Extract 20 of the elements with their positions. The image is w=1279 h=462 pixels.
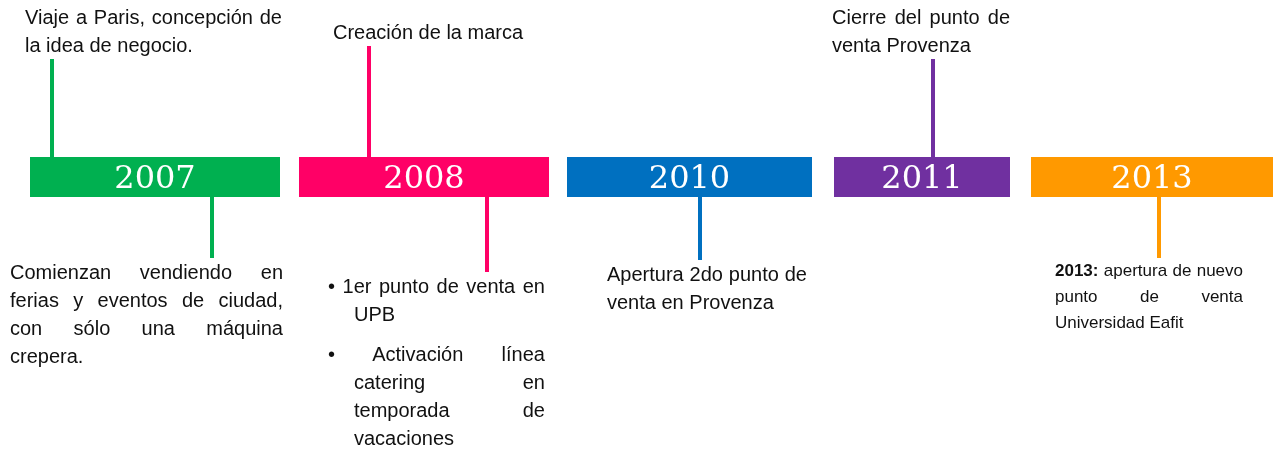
milestone-text: Viaje a Paris, concepción de la idea de negocio. xyxy=(25,3,282,59)
connector-line xyxy=(485,197,489,272)
connector-line xyxy=(1157,197,1161,258)
year-bar: 2013 xyxy=(1031,157,1273,197)
milestone-text: Cierre del punto de venta Provenza xyxy=(832,3,1010,59)
connector-line xyxy=(210,197,214,258)
connector-line xyxy=(698,197,702,260)
milestone-text: 2013: apertura de nuevo punto de venta Universidad Eafit xyxy=(1055,258,1243,336)
connector-line xyxy=(931,59,935,157)
bullet-item: • 1er punto de venta en UPB xyxy=(328,274,545,327)
bullet-item: • Activación línea catering en temporada de vacaciones xyxy=(328,342,545,451)
connector-line xyxy=(50,59,54,157)
milestone-text: Creación de la marca xyxy=(333,18,548,46)
year-bar: 2011 xyxy=(834,157,1010,197)
year-bar: 2008 xyxy=(299,157,549,197)
year-bar: 2007 xyxy=(30,157,280,197)
connector-line xyxy=(367,46,371,157)
year-bar: 2010 xyxy=(567,157,812,197)
milestone-text: Comienzan vendiendo en ferias y eventos de ciudad, con sólo una máquina crepera. xyxy=(10,258,283,370)
milestone-text: Apertura 2do punto de venta en Provenza xyxy=(607,260,807,316)
